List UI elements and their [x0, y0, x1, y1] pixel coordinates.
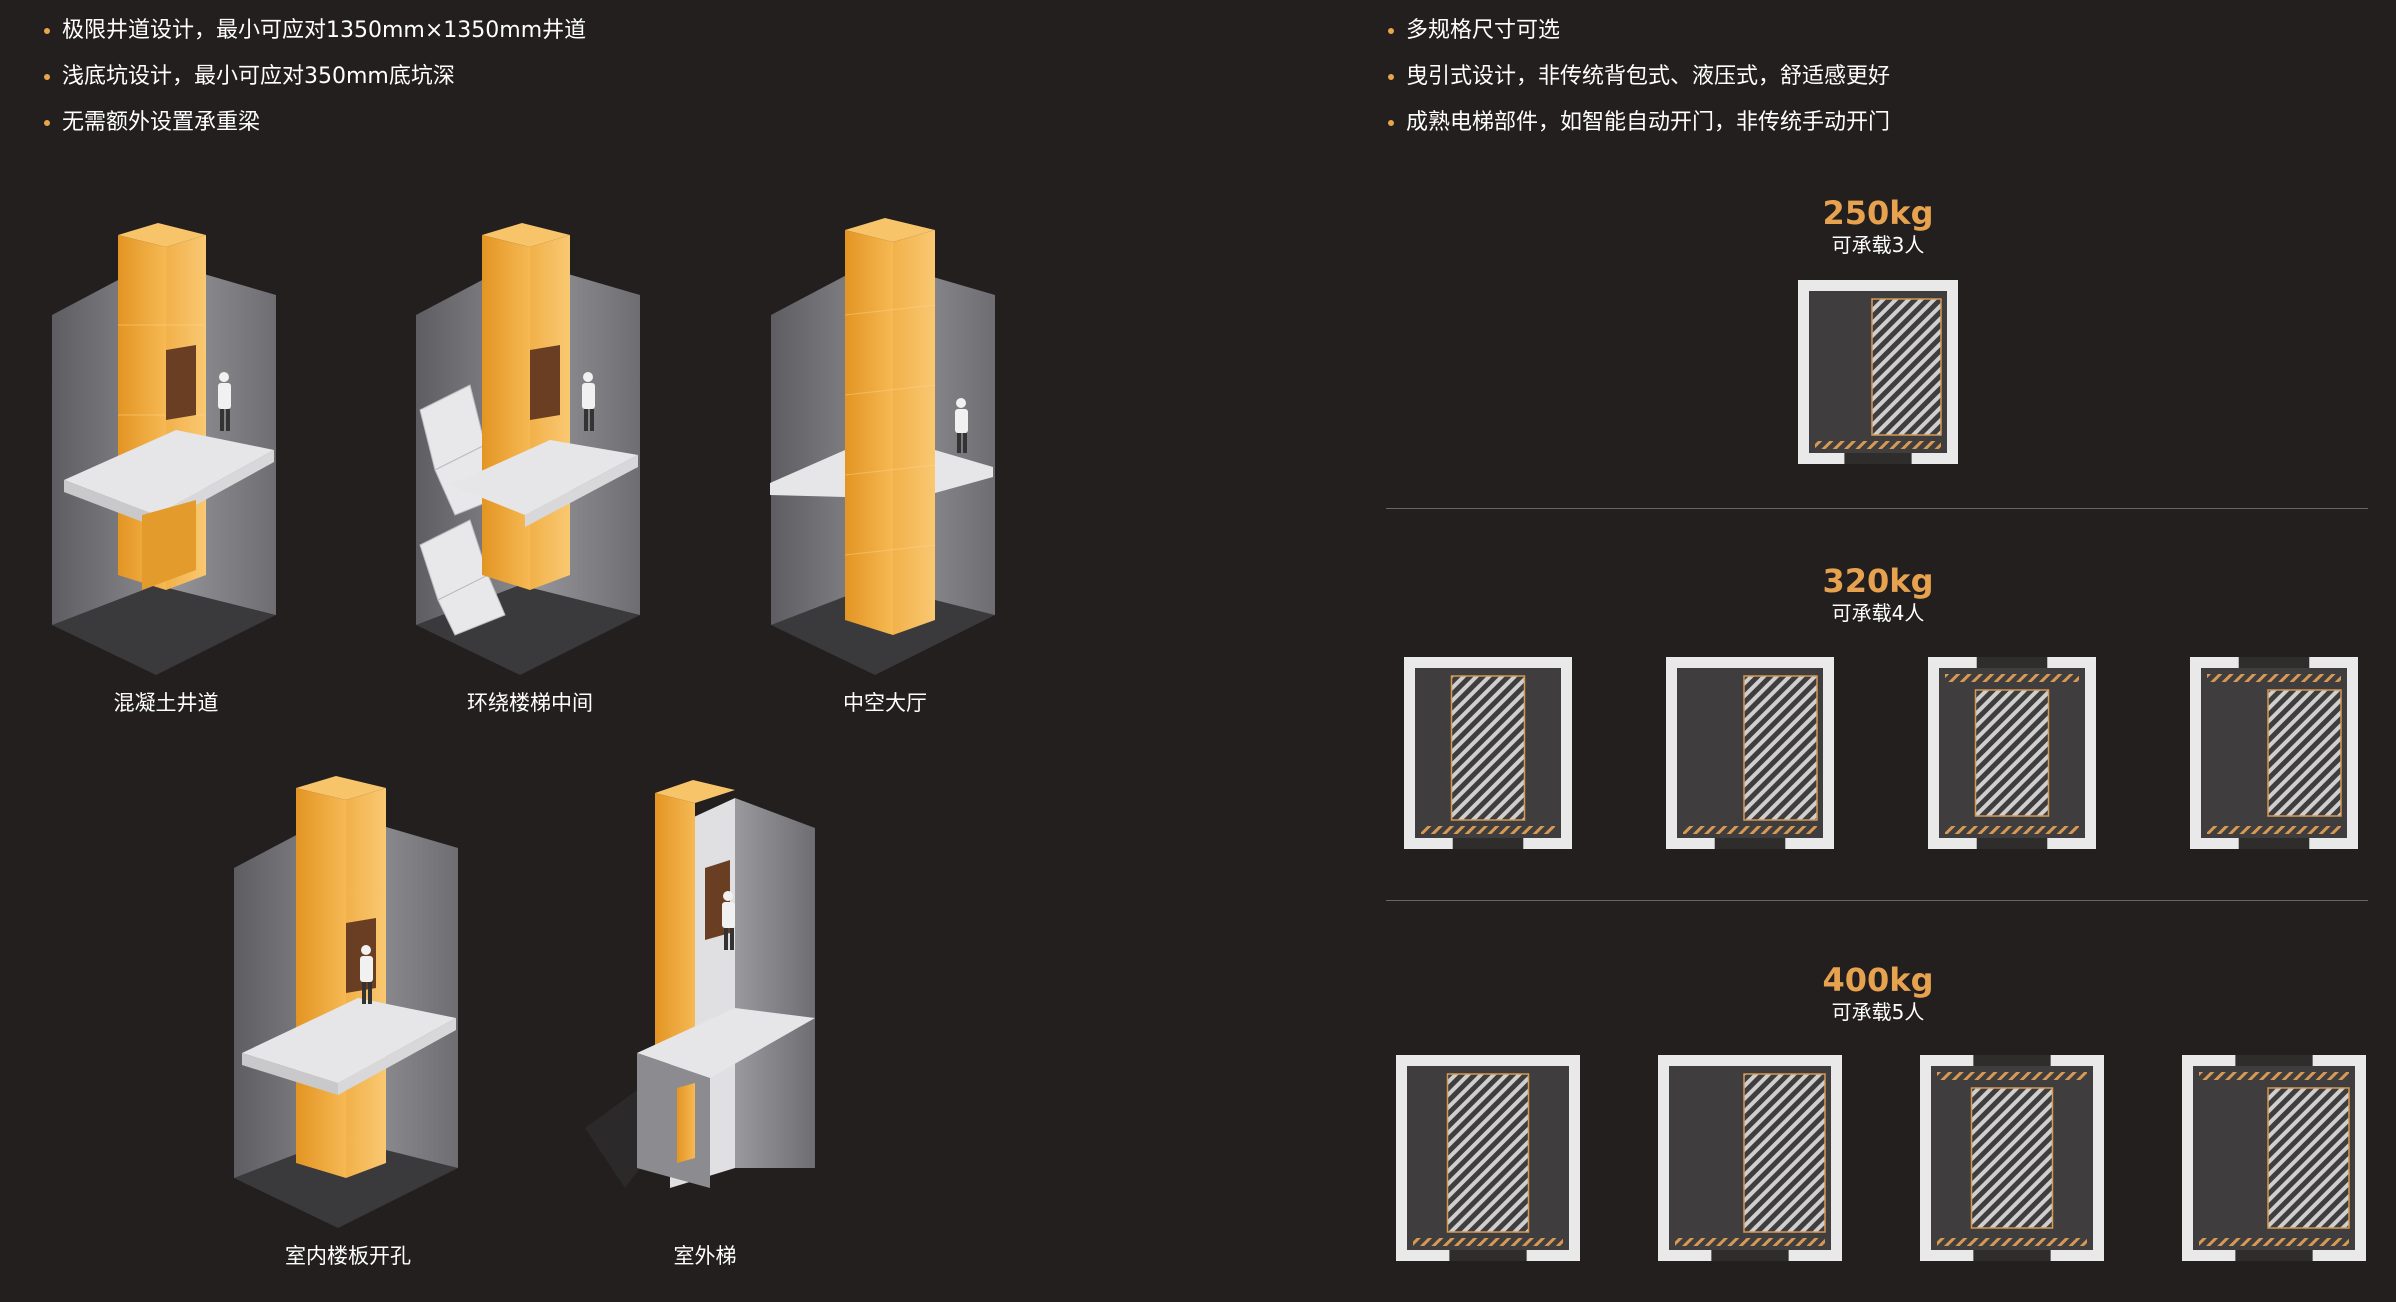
feature-item: 多规格尺寸可选: [1388, 8, 1890, 54]
scenario-around-stairs: 环绕楼梯中间: [410, 215, 650, 720]
section-divider: [1386, 900, 2368, 901]
bullet-dot-icon: [44, 74, 50, 80]
floor-opening-illustration: [234, 776, 458, 1228]
floor-plan-drawing: [1658, 1055, 1842, 1261]
section-divider: [1386, 508, 2368, 509]
capacity-320kg: 320kg 可承载4人: [1728, 563, 2028, 627]
floor-plan-drawing: [1396, 1055, 1580, 1261]
capacity-persons: 可承载4人: [1831, 601, 1925, 625]
bullet-dot-icon: [1388, 28, 1394, 34]
scenario-floor-opening: 室内楼板开孔: [228, 768, 468, 1273]
floor-plan-single-door-right: [1798, 280, 1958, 464]
floor-plan-drawing: [2182, 1055, 2366, 1261]
feature-item: 极限井道设计，最小可应对1350mm×1350mm井道: [44, 8, 586, 54]
bullet-dot-icon: [44, 120, 50, 126]
bullet-dot-icon: [44, 28, 50, 34]
floor-plan-single-door-center: [1396, 1055, 1580, 1261]
floor-plan-drawing: [1666, 657, 1834, 849]
floor-plan-drawing: [1798, 280, 1958, 464]
outdoor-illustration: [585, 780, 815, 1188]
scenario-label: 环绕楼梯中间: [467, 691, 593, 715]
scenario-concrete-shaft: 混凝土井道: [46, 215, 286, 720]
bullet-dot-icon: [1388, 120, 1394, 126]
capacity-persons: 可承载3人: [1831, 233, 1925, 257]
floor-plan-through-door-right: [2190, 657, 2358, 849]
feature-item: 浅底坑设计，最小可应对350mm底坑深: [44, 54, 586, 100]
feature-list-left: 极限井道设计，最小可应对1350mm×1350mm井道 浅底坑设计，最小可应对3…: [44, 8, 586, 146]
floor-plan-drawing: [1928, 657, 2096, 849]
concrete-shaft-illustration: [52, 223, 276, 675]
capacity-400kg: 400kg 可承载5人: [1728, 962, 2028, 1026]
floor-plan-single-door-right: [1658, 1055, 1842, 1261]
capacity-weight: 320kg: [1822, 562, 1934, 600]
capacity-weight: 400kg: [1822, 961, 1934, 999]
feature-item: 无需额外设置承重梁: [44, 100, 586, 146]
floor-plan-drawing: [1404, 657, 1572, 849]
floor-plan-through-door-right: [2182, 1055, 2366, 1261]
capacity-weight: 250kg: [1822, 194, 1934, 232]
feature-item: 成熟电梯部件，如智能自动开门，非传统手动开门: [1388, 100, 1890, 146]
capacity-persons: 可承载5人: [1831, 1000, 1925, 1024]
floor-plan-drawing: [1920, 1055, 2104, 1261]
scenario-atrium: 中空大厅: [765, 215, 1005, 720]
scenario-outdoor: 室外梯: [585, 768, 825, 1273]
feature-list-right: 多规格尺寸可选 曳引式设计，非传统背包式、液压式，舒适感更好 成熟电梯部件，如智…: [1388, 8, 1890, 146]
scenario-label: 中空大厅: [843, 691, 927, 715]
floor-plan-single-door-right: [1666, 657, 1834, 849]
capacity-250kg: 250kg 可承载3人: [1728, 195, 2028, 259]
floor-plan-single-door-center: [1404, 657, 1572, 849]
floor-plan-through-door-center: [1920, 1055, 2104, 1261]
scenario-label: 混凝土井道: [113, 691, 219, 715]
feature-item: 曳引式设计，非传统背包式、液压式，舒适感更好: [1388, 54, 1890, 100]
floor-plan-through-door-center: [1928, 657, 2096, 849]
floor-plan-drawing: [2190, 657, 2358, 849]
atrium-illustration: [770, 218, 995, 675]
bullet-dot-icon: [1388, 74, 1394, 80]
scenario-label: 室外梯: [673, 1244, 737, 1268]
stairs-shaft-illustration: [416, 223, 640, 675]
scenario-label: 室内楼板开孔: [285, 1244, 411, 1268]
